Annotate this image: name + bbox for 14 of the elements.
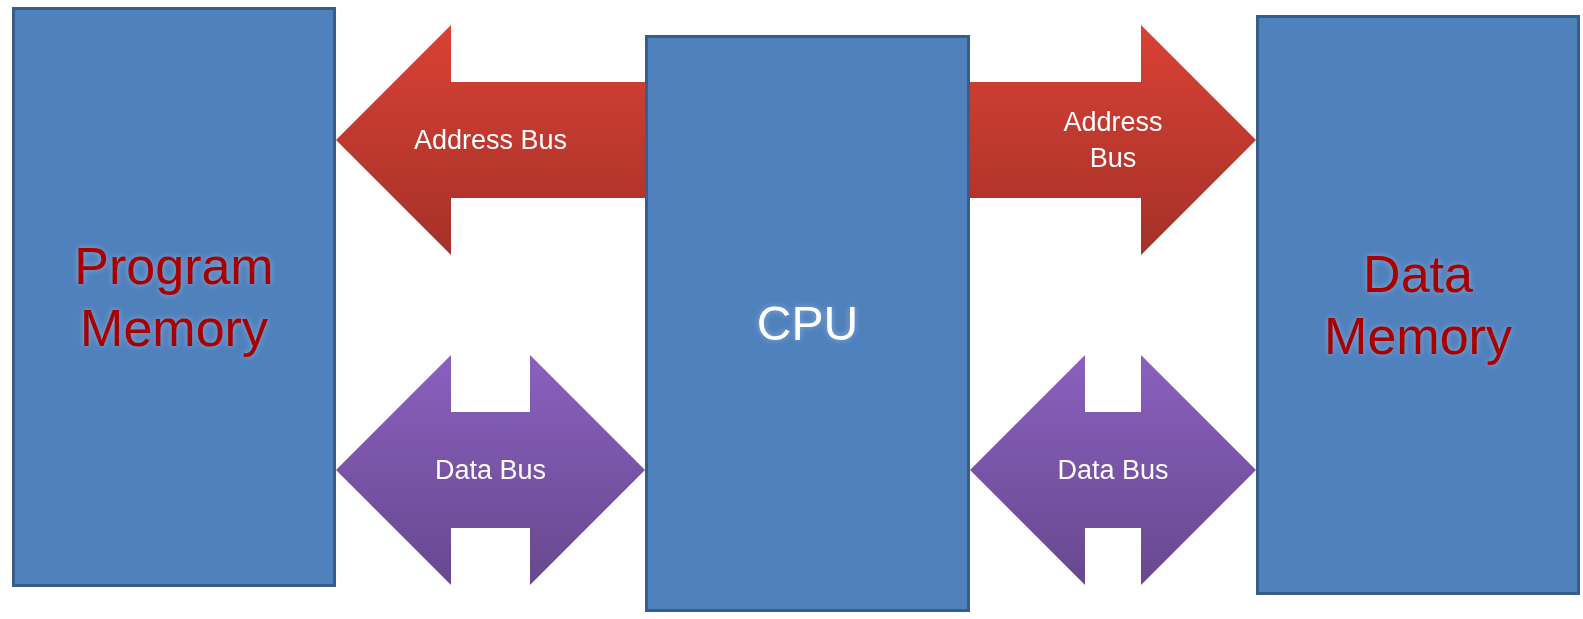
block-arrow [336, 355, 645, 585]
block-arrow [970, 25, 1256, 255]
edge-label: Data Bus [434, 453, 547, 487]
block-label: Data Memory [1323, 243, 1513, 367]
block-box [12, 7, 336, 587]
block-label: CPU [756, 295, 859, 352]
block-label: Program Memory [73, 235, 275, 359]
edge-label: Data Bus [1057, 453, 1169, 487]
block-arrow [336, 25, 645, 255]
block-box [645, 35, 970, 612]
edge-label: Address Bus [413, 123, 568, 157]
edge-label: Address Bus [1062, 105, 1164, 175]
block-arrow [970, 355, 1256, 585]
block-box [1256, 15, 1580, 595]
